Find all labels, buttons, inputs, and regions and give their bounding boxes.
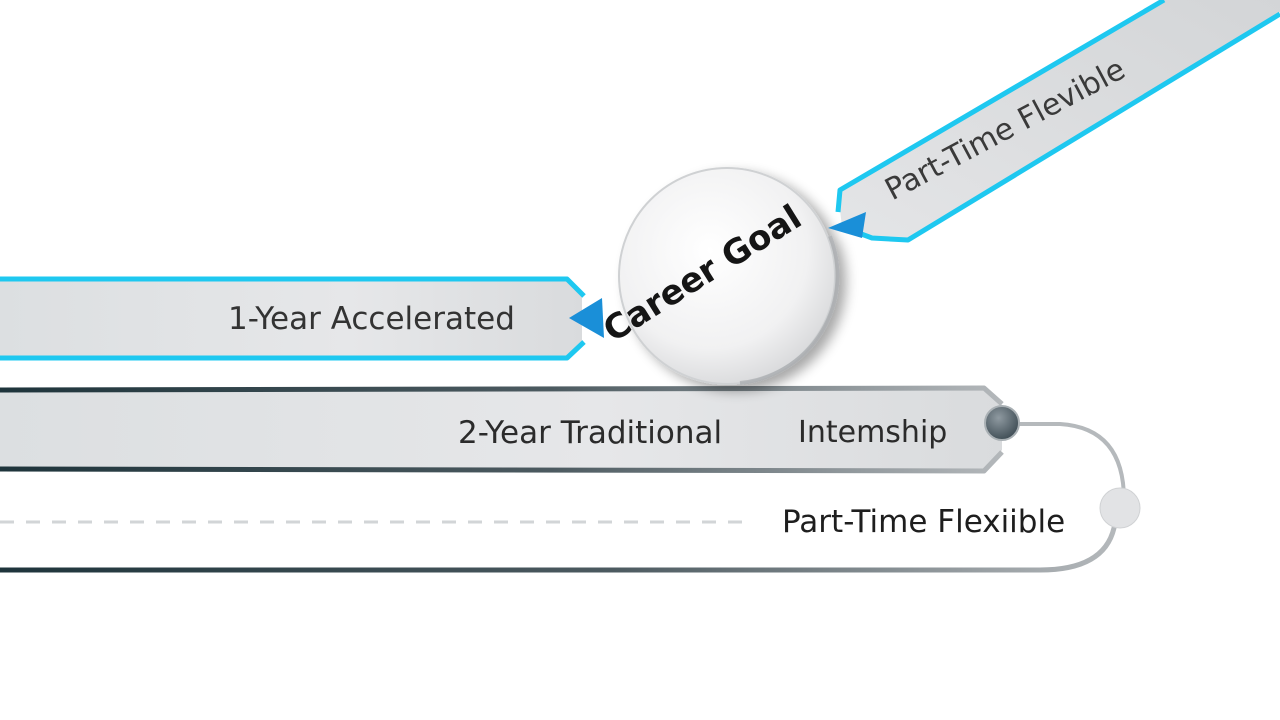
career-goal-node bbox=[618, 167, 840, 385]
parttime-bottom-label: Part-Time Flexiible bbox=[782, 504, 1066, 540]
traditional-label: 2-Year Traditional bbox=[458, 415, 723, 451]
parttime-top-arrow-icon bbox=[828, 212, 866, 238]
internship-node bbox=[984, 405, 1020, 441]
parttime-top-band bbox=[835, 0, 1280, 243]
parttime-node bbox=[1099, 487, 1141, 529]
parttime-bottom-line bbox=[0, 525, 1117, 573]
accelerated-label: 1-Year Accelerated bbox=[228, 301, 515, 337]
internship-label: Intemship bbox=[798, 415, 948, 450]
accelerated-arrow-icon bbox=[569, 298, 604, 338]
traditional-band bbox=[0, 385, 1004, 474]
accelerated-band bbox=[0, 276, 586, 361]
